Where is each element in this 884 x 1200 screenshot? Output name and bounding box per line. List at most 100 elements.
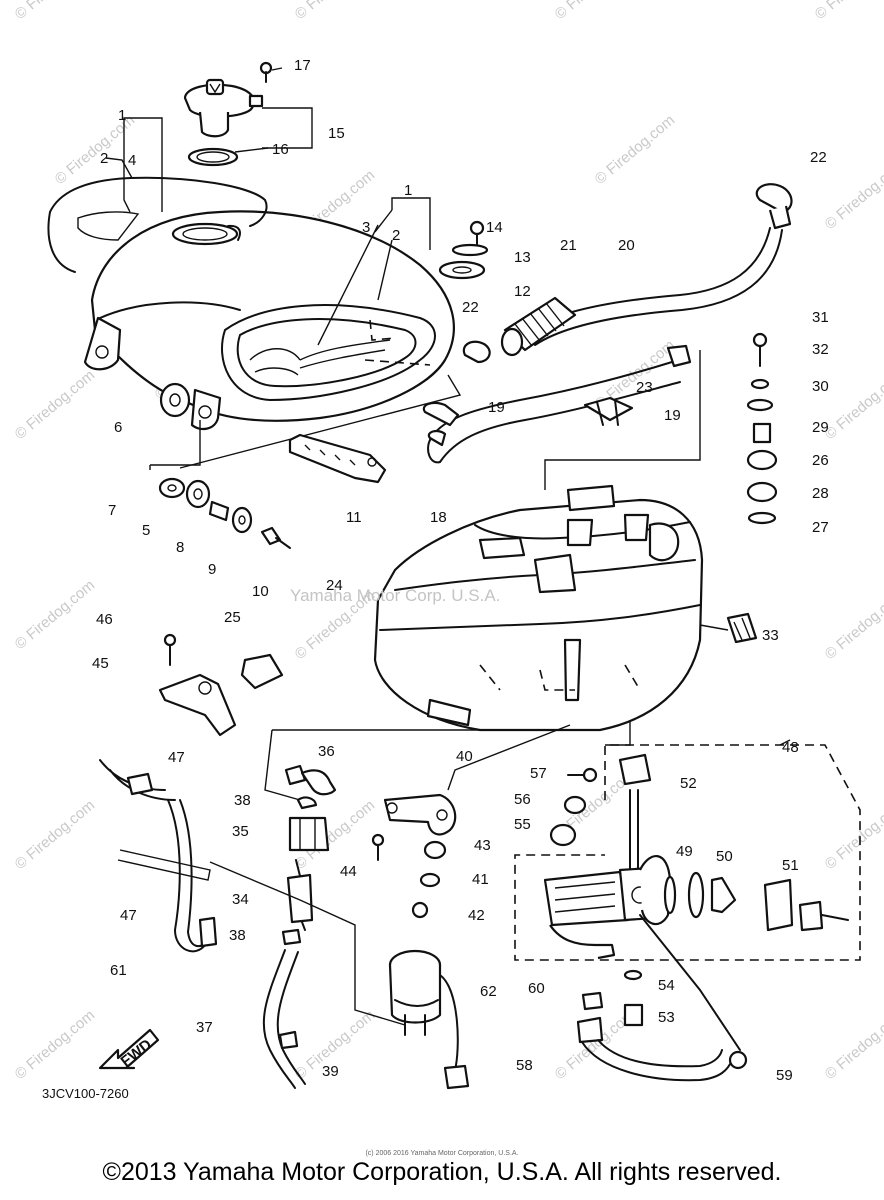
part-label: 26	[812, 452, 829, 469]
watermark-text: © Firedog.com	[12, 0, 98, 23]
part-label: 58	[516, 1057, 533, 1074]
part-label: 2	[392, 227, 400, 244]
part-label: 22	[462, 299, 479, 316]
part-label: 30	[812, 378, 829, 395]
part-label: 35	[232, 823, 249, 840]
part-label: 13	[514, 249, 531, 266]
grommet-hardware	[549, 767, 598, 847]
watermark-text: © Firedog.com	[12, 1007, 98, 1083]
breather-hoses	[99, 759, 218, 953]
part-label: 9	[208, 561, 216, 578]
part-label: 37	[196, 1019, 213, 1036]
fuel-filter-assembly	[209, 764, 406, 1089]
part-label: 57	[530, 765, 547, 782]
part-label: 48	[782, 739, 799, 756]
fuel-cap-assembly	[183, 61, 273, 167]
part-label: 55	[514, 816, 531, 833]
watermark-text: © Firedog.com	[812, 0, 884, 23]
part-label: 12	[514, 283, 531, 300]
mount-hardware-side	[158, 382, 291, 549]
part-label: 29	[812, 419, 829, 436]
part-label: 38	[234, 792, 251, 809]
part-label: 21	[560, 237, 577, 254]
part-label: 7	[108, 502, 116, 519]
part-label: 36	[318, 743, 335, 760]
part-label: 27	[812, 519, 829, 536]
watermark-text: © Firedog.com	[592, 112, 678, 188]
part-label: 19	[664, 407, 681, 424]
part-label: 32	[812, 341, 829, 358]
part-label: 42	[468, 907, 485, 924]
watermark-text: © Firedog.com	[822, 587, 884, 663]
forward-arrow-icon: FWD	[98, 1028, 160, 1070]
drawing-code: 3JCV100-7260	[42, 1086, 129, 1101]
watermark-text: © Firedog.com	[12, 577, 98, 653]
small-copyright: (c) 2006 2016 Yamaha Motor Corporation, …	[365, 1150, 519, 1157]
part-label: 61	[110, 962, 127, 979]
part-label: 24	[326, 577, 343, 594]
part-label: 40	[456, 748, 473, 765]
hose-clip-23	[583, 396, 634, 426]
part-label: 62	[480, 983, 497, 1000]
part-label: 16	[272, 141, 289, 158]
part-label: 34	[232, 891, 249, 908]
watermark-text: © Firedog.com	[822, 367, 884, 443]
brackets-left	[158, 633, 284, 737]
part-label: 1	[118, 107, 126, 124]
fuel-cock-bracket	[371, 793, 457, 919]
overflow-hose	[422, 344, 692, 464]
part-label: 1	[404, 182, 412, 199]
part-label: 54	[658, 977, 675, 994]
part-label: 15	[328, 125, 345, 142]
fuel-tank	[47, 176, 455, 431]
drain-hose	[576, 991, 748, 1082]
part-label: 14	[486, 219, 503, 236]
part-label: 8	[176, 539, 184, 556]
watermark-text: © Firedog.com	[822, 797, 884, 873]
part-label: 43	[474, 837, 491, 854]
part-label: 44	[340, 863, 357, 880]
fuel-cock-assembly	[514, 739, 861, 1051]
mount-hardware-upper	[438, 220, 489, 280]
part-label: 20	[618, 237, 635, 254]
part-label: 41	[472, 871, 489, 888]
part-label: 5	[142, 522, 150, 539]
part-label: 59	[776, 1067, 793, 1084]
part-label: 38	[229, 927, 246, 944]
watermark-text: © Firedog.com	[292, 0, 378, 23]
part-label: 51	[782, 857, 799, 874]
mount-hardware-right	[746, 332, 778, 525]
part-label: 10	[252, 583, 269, 600]
part-label: 53	[658, 1009, 675, 1026]
part-label: 17	[294, 57, 311, 74]
copyright-footer: ©2013 Yamaha Motor Corporation, U.S.A. A…	[102, 1158, 782, 1186]
leader-lines-top	[105, 67, 462, 470]
part-label: 56	[514, 791, 531, 808]
part-label: 39	[322, 1063, 339, 1080]
fuel-tank-lower	[373, 484, 704, 732]
part-label: 47	[120, 907, 137, 924]
center-watermark: Yamaha Motor Corp. U.S.A.	[290, 586, 501, 605]
part-label: 3	[362, 219, 370, 236]
part-label: 4	[128, 152, 136, 169]
part-label: 33	[762, 627, 779, 644]
leader-lines-middle	[264, 350, 701, 801]
watermark-text: © Firedog.com	[822, 157, 884, 233]
part-label: 28	[812, 485, 829, 502]
part-label: 50	[716, 848, 733, 865]
part-label: 19	[488, 399, 505, 416]
part-label: 60	[528, 980, 545, 997]
part-label: 45	[92, 655, 109, 672]
part-label: 18	[430, 509, 447, 526]
part-label: 46	[96, 611, 113, 628]
part-label: 52	[680, 775, 697, 792]
part-label: 23	[636, 379, 653, 396]
fuel-pump	[388, 949, 470, 1090]
part-label: 31	[812, 309, 829, 326]
bracket-11	[288, 433, 387, 484]
part-label: 6	[114, 419, 122, 436]
part-label: 2	[100, 150, 108, 167]
part-label: 49	[676, 843, 693, 860]
